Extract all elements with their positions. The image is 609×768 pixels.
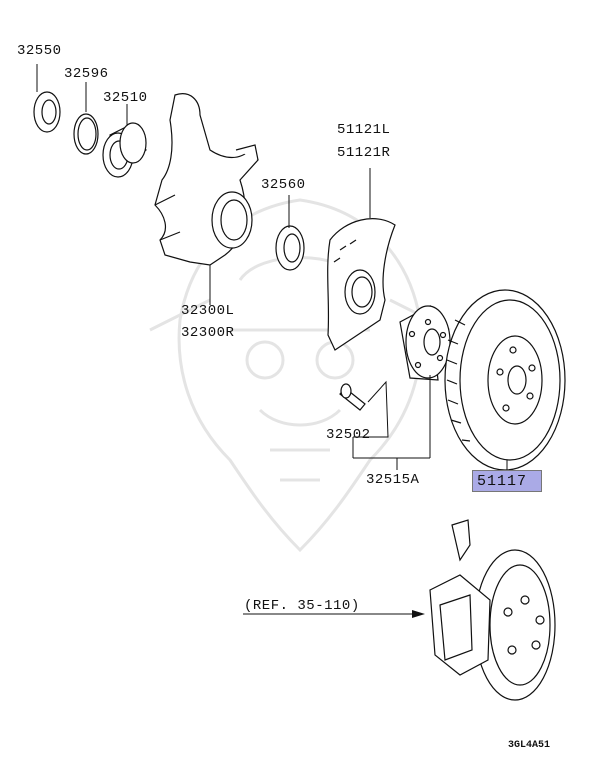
snap-ring-32596[interactable]	[73, 113, 99, 155]
hub-bolt-32502[interactable]	[339, 383, 366, 411]
part-label-32300L[interactable]: 32300L	[181, 303, 235, 319]
part-label-32300R[interactable]: 32300R	[181, 325, 235, 341]
assembly-reference[interactable]	[429, 519, 556, 701]
wheel-hub-32515A[interactable]	[399, 305, 451, 381]
part-label-51121L[interactable]: 51121L	[337, 122, 391, 138]
part-label-32560[interactable]: 32560	[261, 177, 306, 193]
part-label-32596[interactable]: 32596	[64, 66, 109, 82]
part-label-32510[interactable]: 32510	[103, 90, 148, 106]
part-label-51121R[interactable]: 51121R	[337, 145, 391, 161]
part-label-32515A[interactable]: 32515A	[366, 472, 420, 488]
oil-seal-32560[interactable]	[275, 225, 305, 271]
part-label-32550[interactable]: 32550	[17, 43, 62, 59]
steering-knuckle-32300[interactable]	[154, 93, 259, 266]
brake-rotor-51117[interactable]	[444, 289, 566, 471]
part-label-51117[interactable]: 51117	[477, 473, 528, 490]
reference-label[interactable]: (REF. 35-110)	[244, 598, 360, 614]
part-highlight-51117[interactable]: 51117	[472, 470, 542, 492]
wheel-bearing-32510[interactable]	[102, 122, 147, 178]
part-label-32502[interactable]: 32502	[326, 427, 371, 443]
oil-seal-32550[interactable]	[33, 91, 61, 133]
diagram-code: 3GL4A51	[508, 740, 551, 751]
dust-shield-51121[interactable]	[327, 218, 396, 351]
